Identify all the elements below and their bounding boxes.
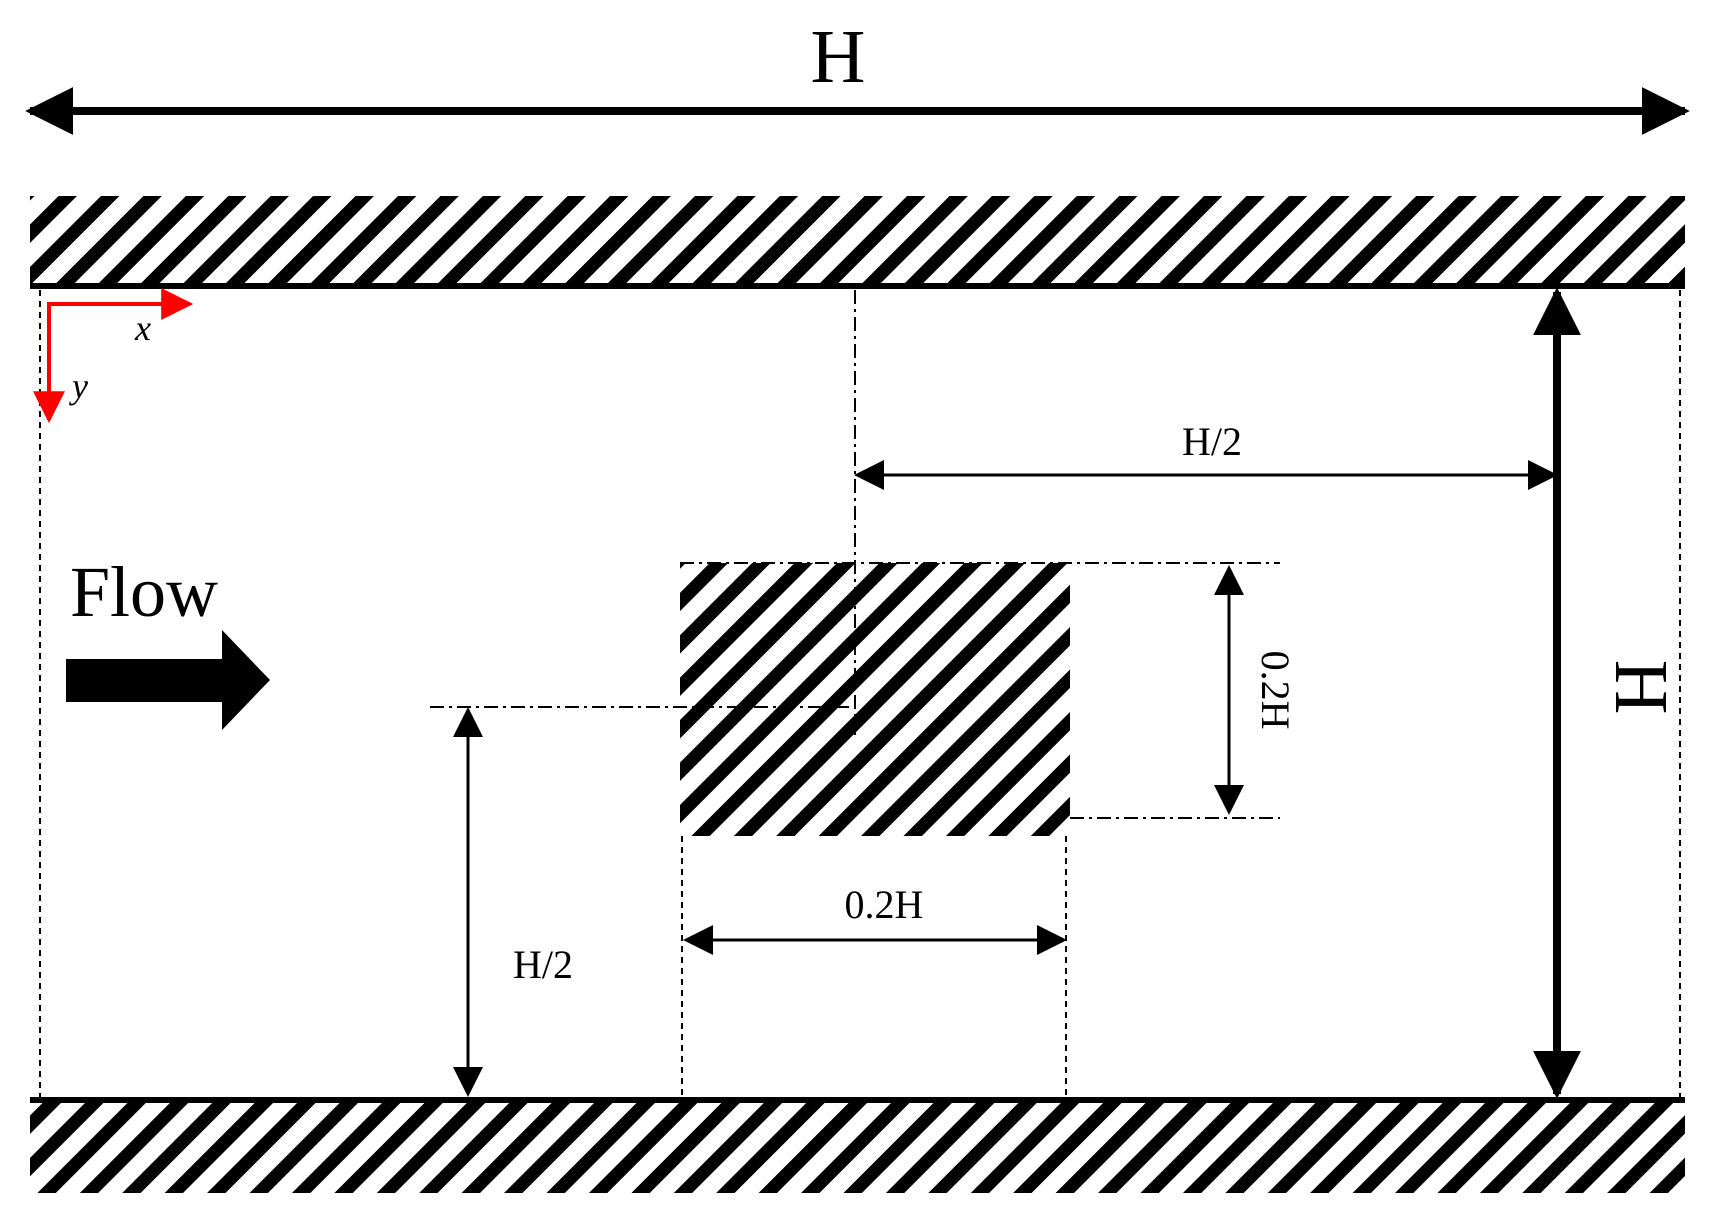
lower-wall-hatching — [30, 1103, 1685, 1193]
obstacle-width-label: 0.2H — [845, 882, 924, 927]
upper-wall-hatching — [30, 196, 1685, 286]
upper-wall — [30, 196, 1685, 289]
upper-offset-dimension: H/2 — [854, 419, 1558, 490]
obstacle-height-dimension: 0.2H — [1214, 565, 1298, 815]
lower-offset-label: H/2 — [513, 942, 573, 987]
flow-label: Flow — [70, 552, 218, 632]
x-axis-label: x — [134, 308, 151, 348]
top-dimension-label: H — [811, 15, 866, 99]
obstacle-height-label: 0.2H — [1253, 651, 1298, 730]
obstacle-width-dimension: 0.2H — [683, 882, 1067, 955]
right-dimension: H — [1533, 287, 1683, 1099]
upper-offset-label: H/2 — [1182, 419, 1242, 464]
square-obstacle — [680, 563, 1070, 836]
coordinate-axes: x y — [33, 288, 194, 424]
flow-indicator: Flow — [66, 552, 270, 730]
guide-lines — [430, 290, 1280, 1098]
lower-wall — [30, 1097, 1685, 1193]
y-axis-label: y — [69, 366, 88, 406]
top-dimension: H — [25, 15, 1690, 135]
right-dimension-label: H — [1599, 660, 1683, 715]
flow-arrow-icon — [66, 630, 270, 730]
lower-offset-dimension: H/2 — [453, 707, 573, 1097]
